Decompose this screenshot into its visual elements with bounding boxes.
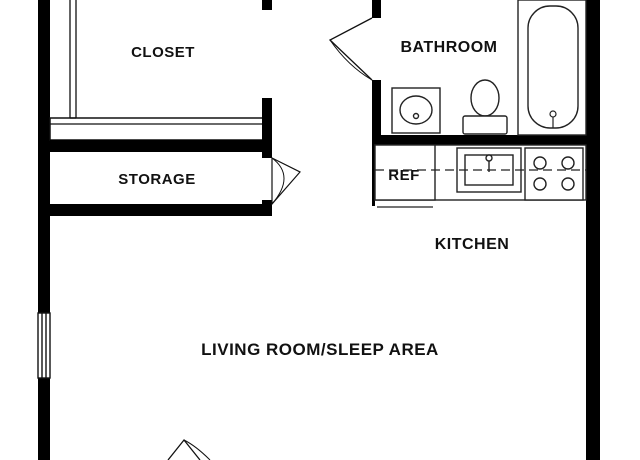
left-wall-upper	[38, 0, 50, 313]
stove	[524, 147, 584, 201]
closet-area: CLOSET	[49, 0, 272, 141]
exterior-walls	[38, 0, 600, 460]
storage-bottom-wall	[50, 204, 272, 216]
storage-top-wall	[50, 140, 272, 152]
closet-shelf	[49, 117, 265, 141]
right-wall	[586, 0, 600, 460]
refrigerator	[374, 144, 436, 201]
kitchen-label: KITCHEN	[435, 236, 510, 253]
living-area: LIVING ROOM/SLEEP AREA	[167, 340, 439, 460]
kitchen-area: REF KITCHEN	[372, 144, 587, 253]
left-window	[37, 312, 51, 379]
bathroom-sink	[391, 87, 441, 134]
closet-label: CLOSET	[131, 44, 195, 61]
bathroom-label: BATHROOM	[400, 39, 497, 56]
bathroom-area: BATHROOM	[328, 0, 587, 145]
storage-door-swing	[271, 157, 301, 206]
bathroom-bottom-wall	[372, 135, 586, 145]
closet-sliding-door	[69, 0, 77, 119]
refrigerator-label: REF	[388, 167, 420, 184]
bathtub	[517, 0, 587, 136]
toilet	[462, 79, 508, 135]
storage-area: STORAGE	[50, 140, 301, 216]
left-wall-lower	[38, 378, 50, 460]
living-room-label: LIVING ROOM/SLEEP AREA	[201, 340, 439, 359]
entry-door-swing	[167, 438, 201, 460]
storage-label: STORAGE	[118, 171, 195, 188]
